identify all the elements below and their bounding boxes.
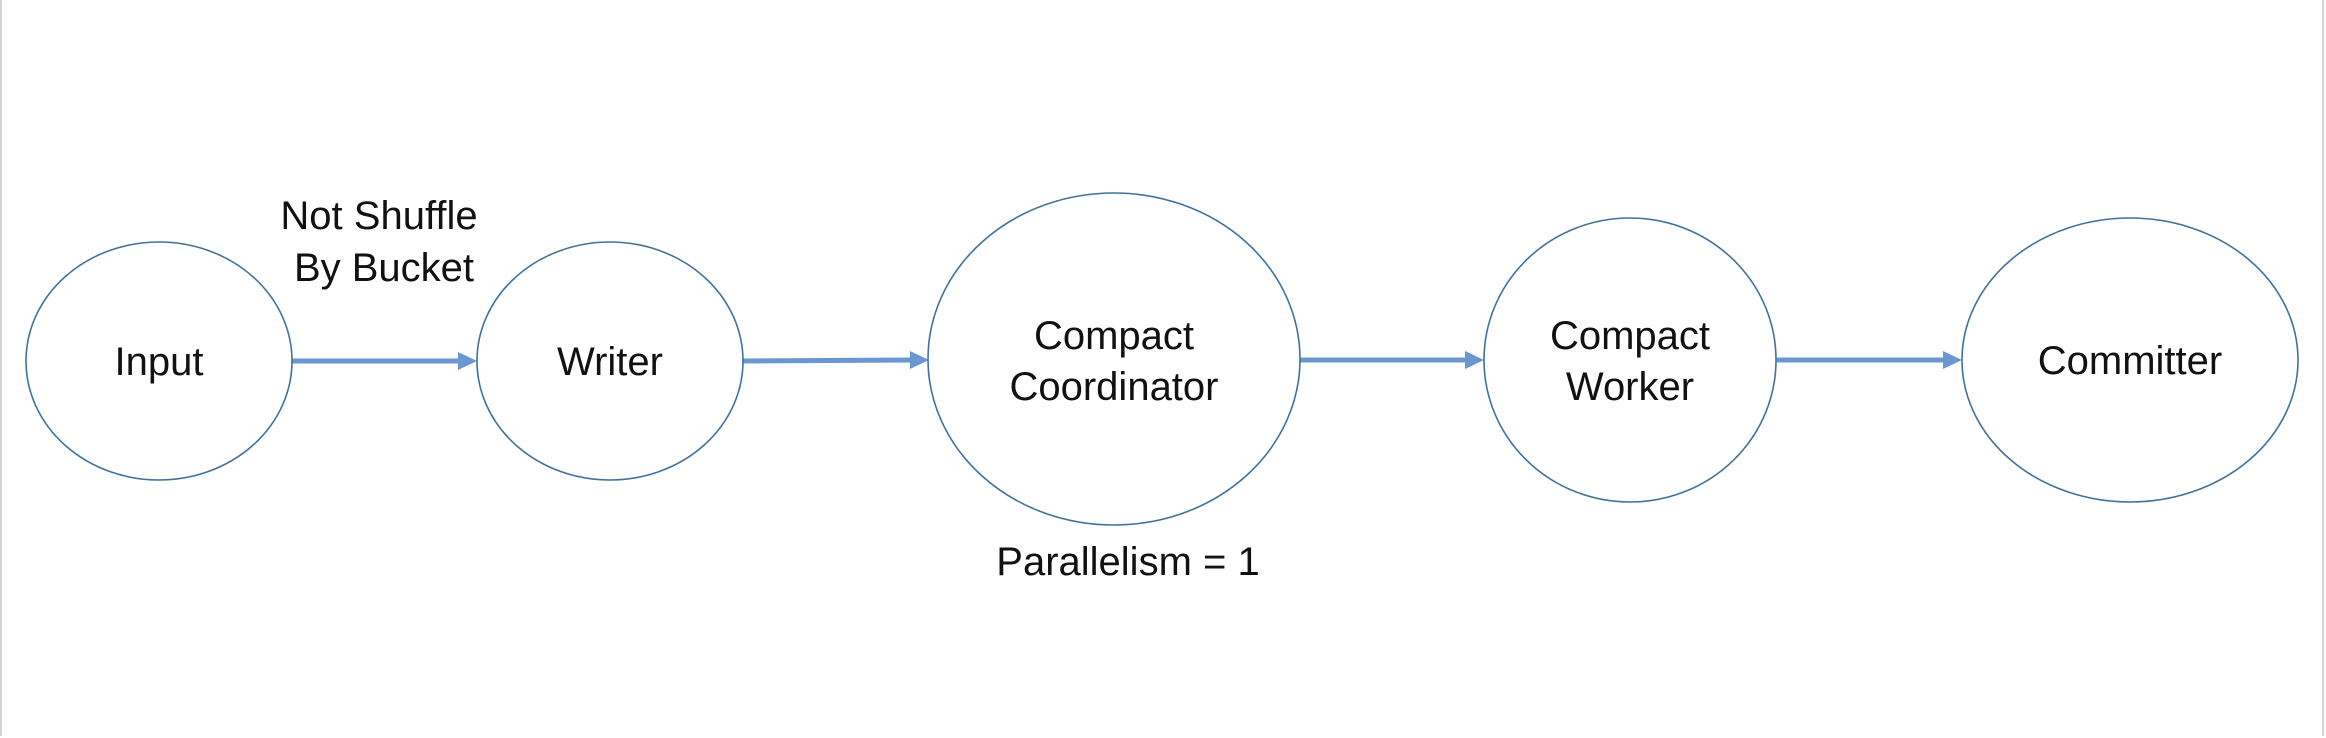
node-compact-worker-label-line2: Worker bbox=[1566, 365, 1694, 409]
arrow-head-icon bbox=[458, 352, 477, 370]
edge-worker-committer bbox=[1776, 351, 1962, 369]
node-input-shape bbox=[25, 241, 293, 481]
node-writer-label: Writer bbox=[557, 340, 663, 384]
node-compact-coordinator-label-line1: Compact bbox=[1034, 314, 1194, 358]
node-committer[interactable]: Committer bbox=[1961, 217, 2299, 503]
node-input-label: Input bbox=[115, 340, 204, 384]
annotation-shuffle-line1: Not Shuffle bbox=[280, 194, 477, 238]
arrow-head-icon bbox=[910, 351, 929, 369]
annotation-parallelism: Parallelism = 1 bbox=[996, 540, 1259, 584]
node-committer-label: Committer bbox=[2038, 339, 2222, 383]
node-committer-shape bbox=[1961, 217, 2299, 503]
node-compact-worker-label-line1: Compact bbox=[1550, 314, 1710, 358]
node-compact-coordinator[interactable]: Compact Coordinator bbox=[927, 192, 1301, 526]
node-compact-worker[interactable]: Compact Worker bbox=[1483, 217, 1777, 503]
edge-input-writer bbox=[292, 352, 477, 370]
node-compact-coordinator-label-line2: Coordinator bbox=[1009, 365, 1218, 409]
node-compact-coordinator-shape bbox=[927, 192, 1301, 526]
node-writer-shape bbox=[476, 241, 744, 481]
arrow-head-icon bbox=[1943, 351, 1962, 369]
node-compact-worker-shape bbox=[1483, 217, 1777, 503]
edge-coordinator-worker bbox=[1300, 351, 1484, 369]
annotation-shuffle-line2: By Bucket bbox=[294, 246, 474, 290]
node-writer[interactable]: Writer bbox=[476, 241, 744, 481]
edge-writer-coordinator bbox=[742, 351, 929, 369]
node-input[interactable]: Input bbox=[25, 241, 293, 481]
arrow-head-icon bbox=[1465, 351, 1484, 369]
edge-line bbox=[742, 357, 914, 364]
